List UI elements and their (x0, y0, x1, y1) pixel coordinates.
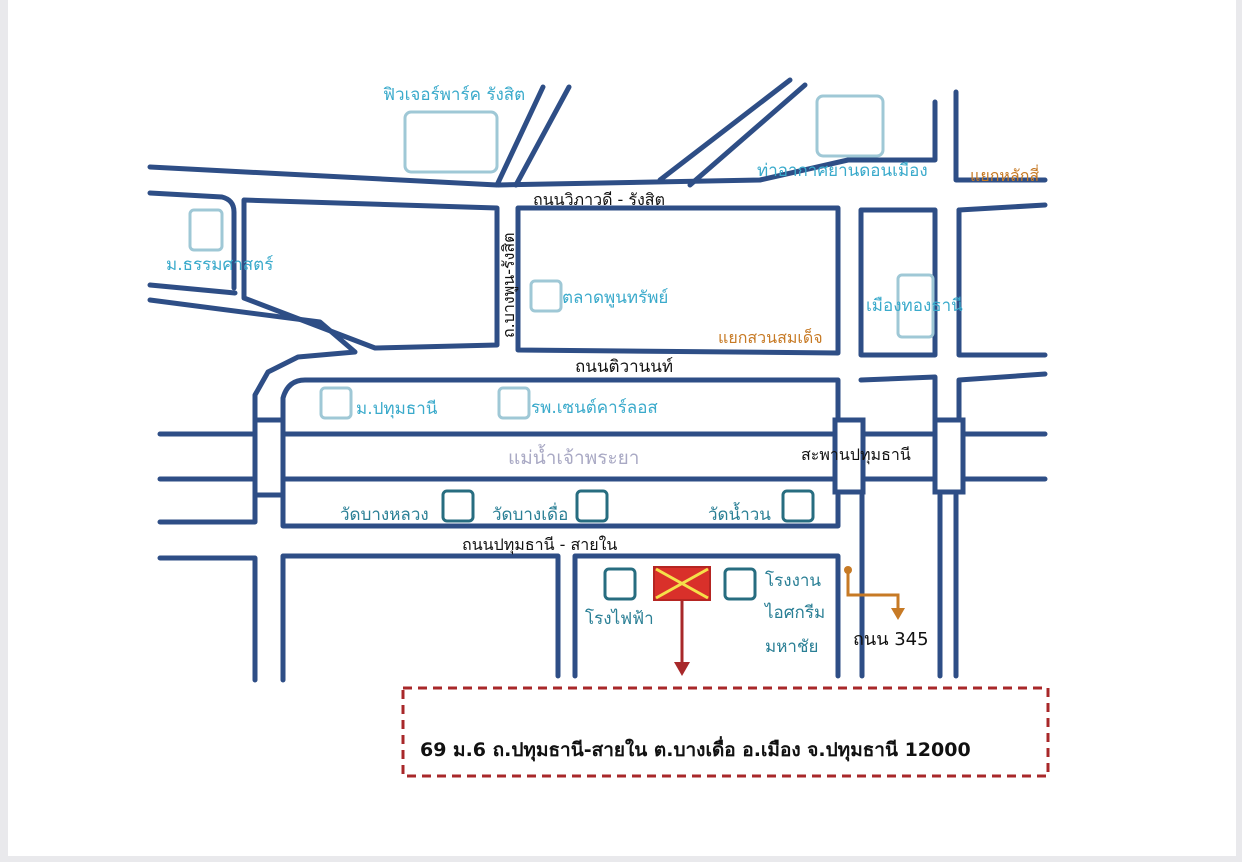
future-park-icon (403, 110, 499, 174)
temple-bangluang-icon (441, 489, 475, 523)
airport-icon (815, 94, 885, 158)
muangthong-icon (896, 273, 935, 339)
market-icon (529, 279, 563, 313)
label-tiwanon-road: ถนนติวานนท์ (575, 357, 673, 377)
label-wat-bangduea: วัดบางเดื่อ (492, 502, 568, 525)
road-network (147, 77, 1048, 683)
location-map: ฟิวเจอร์พาร์ค รังสิต ท่าอากาศยานดอนเมือง… (147, 77, 1050, 778)
hospital-icon (497, 386, 531, 420)
temple-bangduea-icon (575, 489, 609, 523)
temple-namwon-icon (781, 489, 815, 523)
label-bangphun-road: ถ.บางพูน-รังสิต (499, 232, 519, 338)
pathum-univ-icon (319, 386, 353, 420)
label-wat-bangluang: วัดบางหลวง (340, 505, 429, 525)
label-pathum-sainai-road: ถนนปทุมธานี - สายใน (462, 535, 617, 555)
ice-factory-icon (723, 567, 757, 601)
label-suansomdet-junction: แยกสวนสมเด็จ (718, 327, 823, 347)
address-text: 69 ม.6 ถ.ปทุมธานี-สายใน ต.บางเดื่อ อ.เมื… (420, 736, 971, 762)
bridge-pathumthani (832, 417, 866, 495)
label-chao-phraya-river: แม่น้ำเจ้าพระยา (508, 444, 639, 469)
bridge-east (932, 417, 966, 495)
label-pathum-univ: ม.ปทุมธานี (356, 399, 438, 419)
destination-marker-icon (653, 566, 711, 676)
label-muangthong: เมืองทองธานี (866, 296, 963, 316)
address-box (401, 686, 1050, 778)
label-wat-namwon: วัดน้ำวน (708, 502, 771, 525)
bridge-west (252, 417, 286, 498)
label-hospital: รพ.เซนต์คาร์ลอส (531, 398, 658, 418)
label-road-345: ถนน 345 (853, 629, 929, 650)
label-pathum-bridge: สะพานปทุมธานี (801, 445, 911, 465)
label-power-plant: โรงไฟฟ้า (585, 608, 654, 629)
road-345-arrow-icon (844, 566, 905, 620)
thammasat-icon (188, 208, 224, 252)
label-thammasat: ม.ธรรมศาสตร์ (166, 255, 273, 275)
label-laksi-junction: แยกหลักสี่ (970, 164, 1039, 185)
power-plant-icon (603, 567, 637, 601)
label-market: ตลาดพูนทรัพย์ (562, 288, 668, 308)
label-future-park: ฟิวเจอร์พาร์ค รังสิต (383, 85, 525, 105)
label-vibhavadi-road: ถนนวิภาวดี - รังสิต (533, 190, 665, 209)
label-ice-factory-3: มหาชัย (765, 637, 818, 657)
label-ice-factory-1: โรงงาน (765, 570, 821, 591)
label-ice-factory-2: ไอศกรีม (763, 602, 825, 623)
map-page: ฟิวเจอร์พาร์ค รังสิต ท่าอากาศยานดอนเมือง… (8, 0, 1236, 856)
label-airport: ท่าอากาศยานดอนเมือง (757, 161, 928, 181)
